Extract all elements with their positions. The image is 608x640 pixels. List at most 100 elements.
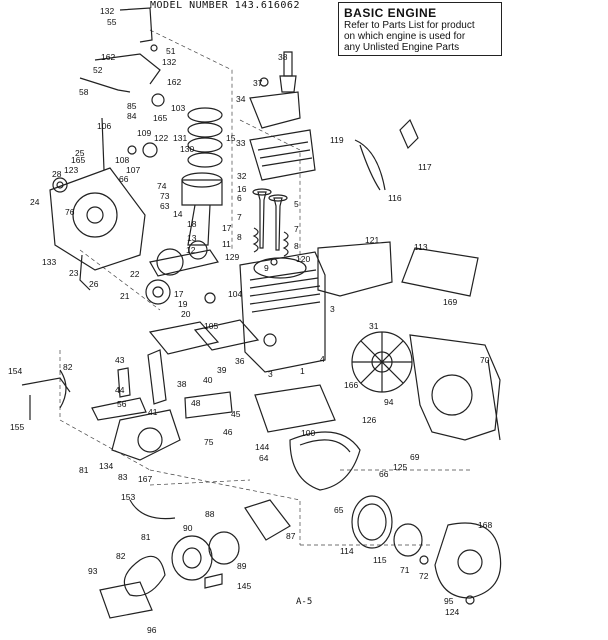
callout-number: 82: [116, 551, 126, 561]
callout-number: 82: [63, 362, 73, 372]
callout-number: 8: [294, 241, 299, 251]
callout-number: 38: [278, 52, 288, 62]
callout-number: 3: [268, 369, 273, 379]
callout-number: 83: [118, 472, 128, 482]
callout-number: 76: [65, 207, 75, 217]
callout-number: 162: [101, 52, 115, 62]
callout-number: 129: [225, 252, 239, 262]
callout-number: 1: [300, 366, 305, 376]
callout-number: 44: [115, 385, 125, 395]
callout-number: 145: [237, 581, 251, 591]
callout-number: 46: [223, 427, 233, 437]
callout-number: 43: [115, 355, 125, 365]
callout-number: 117: [418, 162, 432, 172]
callout-number: 22: [130, 269, 140, 279]
callout-number: 116: [388, 193, 402, 203]
callout-number: 31: [369, 321, 379, 331]
callout-number: 7: [294, 224, 299, 234]
callout-number: 38: [177, 379, 187, 389]
assembly-guides: [59, 29, 470, 546]
callout-number: 25: [75, 148, 85, 158]
callout-number: 103: [171, 103, 185, 113]
cylinder-block: [239, 251, 326, 373]
callout-number: 15: [226, 133, 236, 143]
callout-number: 94: [384, 397, 394, 407]
callout-number: 11: [222, 239, 231, 249]
callout-number: 45: [231, 409, 241, 419]
callout-number: 134: [99, 461, 113, 471]
callout-number: 114: [340, 546, 354, 556]
callout-number: 4: [320, 354, 325, 364]
callout-number: 122: [154, 133, 168, 143]
callout-number: 107: [126, 165, 140, 175]
callout-number: 16: [237, 184, 247, 194]
callout-number: 23: [69, 268, 79, 278]
air-baffle: [317, 241, 479, 297]
callout-number: 19: [178, 299, 188, 309]
note-line-3: any Unlisted Engine Parts: [344, 42, 460, 53]
callout-number: 81: [79, 465, 89, 475]
callout-number: 33: [236, 138, 246, 148]
callout-number: 90: [183, 523, 193, 533]
callout-number: 48: [191, 398, 201, 408]
crankcase-cover: [49, 167, 146, 291]
callout-number: 121: [365, 235, 379, 245]
model-number-header: MODEL NUMBER 143.616062: [150, 0, 300, 11]
callout-number: 9: [264, 263, 269, 273]
callout-number: 8: [237, 232, 242, 242]
callout-number: 41: [148, 407, 158, 417]
callout-number: 3: [330, 304, 335, 314]
callout-number: 26: [89, 279, 99, 289]
callout-number: 52: [93, 65, 103, 75]
callout-number: 123: [64, 165, 78, 175]
callout-number: 165: [71, 155, 85, 165]
callout-number: 6: [237, 193, 242, 203]
callout-number: 55: [107, 17, 117, 27]
callout-number: 133: [42, 257, 56, 267]
callout-number: 17: [222, 223, 232, 233]
callout-number: 64: [259, 453, 269, 463]
screen-rewind-starter: [351, 495, 502, 605]
callout-number: 65: [334, 505, 344, 515]
callout-number: 153: [121, 492, 135, 502]
crankshaft: [145, 248, 219, 305]
callout-number: 88: [205, 509, 215, 519]
callout-number: 162: [167, 77, 181, 87]
callout-number: 40: [203, 375, 213, 385]
callout-number: 69: [410, 452, 420, 462]
governor-linkage: [79, 7, 165, 171]
callout-number: 154: [8, 366, 22, 376]
callout-number: 37: [253, 78, 263, 88]
callout-number: 5: [294, 199, 299, 209]
note-title: BASIC ENGINE: [344, 6, 437, 20]
callout-number: 119: [330, 135, 344, 145]
callout-number: 39: [217, 365, 227, 375]
callout-number: 18: [187, 219, 197, 229]
throttle-linkage: [21, 369, 71, 420]
callout-number: 105: [204, 321, 218, 331]
callout-number: 58: [79, 87, 89, 97]
callout-number: 144: [255, 442, 269, 452]
callout-number: 126: [362, 415, 376, 425]
callout-number: 36: [235, 356, 245, 366]
callout-number: 106: [97, 121, 111, 131]
callout-number: 74: [157, 181, 167, 191]
blower-housing: [409, 334, 501, 441]
callout-number: 66: [379, 469, 389, 479]
callout-number: 14: [173, 209, 183, 219]
callout-number: 124: [445, 607, 459, 617]
callout-number: 132: [100, 6, 114, 16]
callout-number: 81: [141, 532, 151, 542]
callout-number: 167: [138, 474, 152, 484]
callout-number: 120: [296, 254, 310, 264]
callout-number: 165: [153, 113, 167, 123]
callout-number: 32: [237, 171, 247, 181]
callout-number: 115: [373, 555, 387, 565]
callout-number: 108: [115, 155, 129, 165]
callout-number: 87: [286, 531, 296, 541]
callout-number: 72: [419, 571, 429, 581]
callout-number: 24: [30, 197, 40, 207]
callout-number: 21: [120, 291, 130, 301]
basic-engine-note: BASIC ENGINE Refer to Parts List for pro…: [338, 2, 502, 56]
